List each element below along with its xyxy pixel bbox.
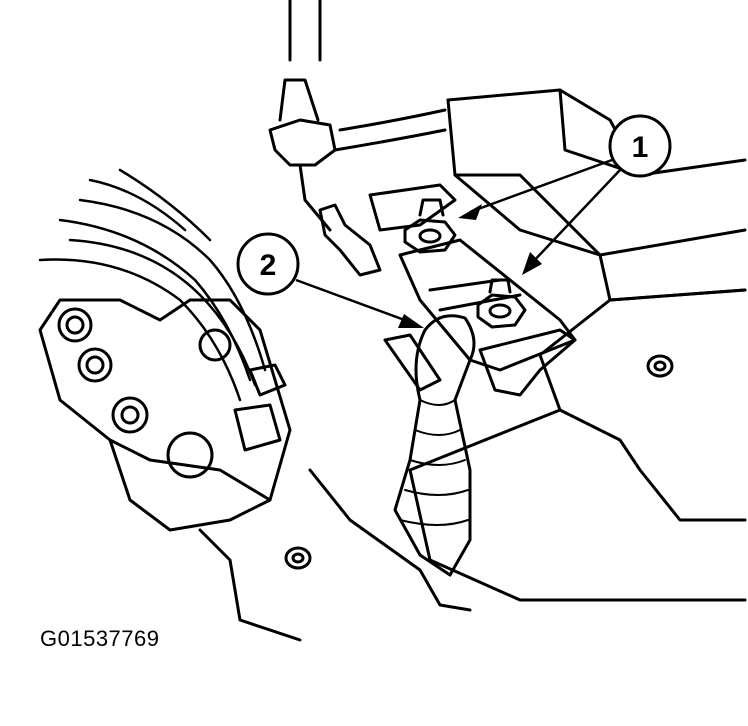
battery-cable: [393, 314, 476, 577]
flange-bolt-3: [111, 396, 149, 434]
connector-pipe: [318, 203, 382, 277]
flange-bolt-2: [77, 347, 113, 383]
callout-2-label: 2: [260, 249, 277, 282]
wiring-harness: [38, 168, 267, 402]
flange-bolt-1: [57, 307, 93, 343]
callout-1: 1: [458, 114, 672, 275]
plate-hole-right: [646, 354, 674, 378]
mounting-flange: [38, 298, 292, 532]
coolant-hose: [268, 0, 447, 232]
callout-1-label: 1: [632, 131, 649, 164]
callout-2: 2: [236, 232, 424, 328]
figure-id: G01537769: [40, 626, 160, 651]
plate-hole-lower: [284, 546, 312, 570]
fitting-upper: [248, 363, 287, 397]
terminal-nut-upper: [403, 198, 457, 254]
fitting-lower: [233, 403, 282, 452]
terminal-nut-lower: [476, 278, 527, 329]
flange-hole: [166, 431, 214, 479]
